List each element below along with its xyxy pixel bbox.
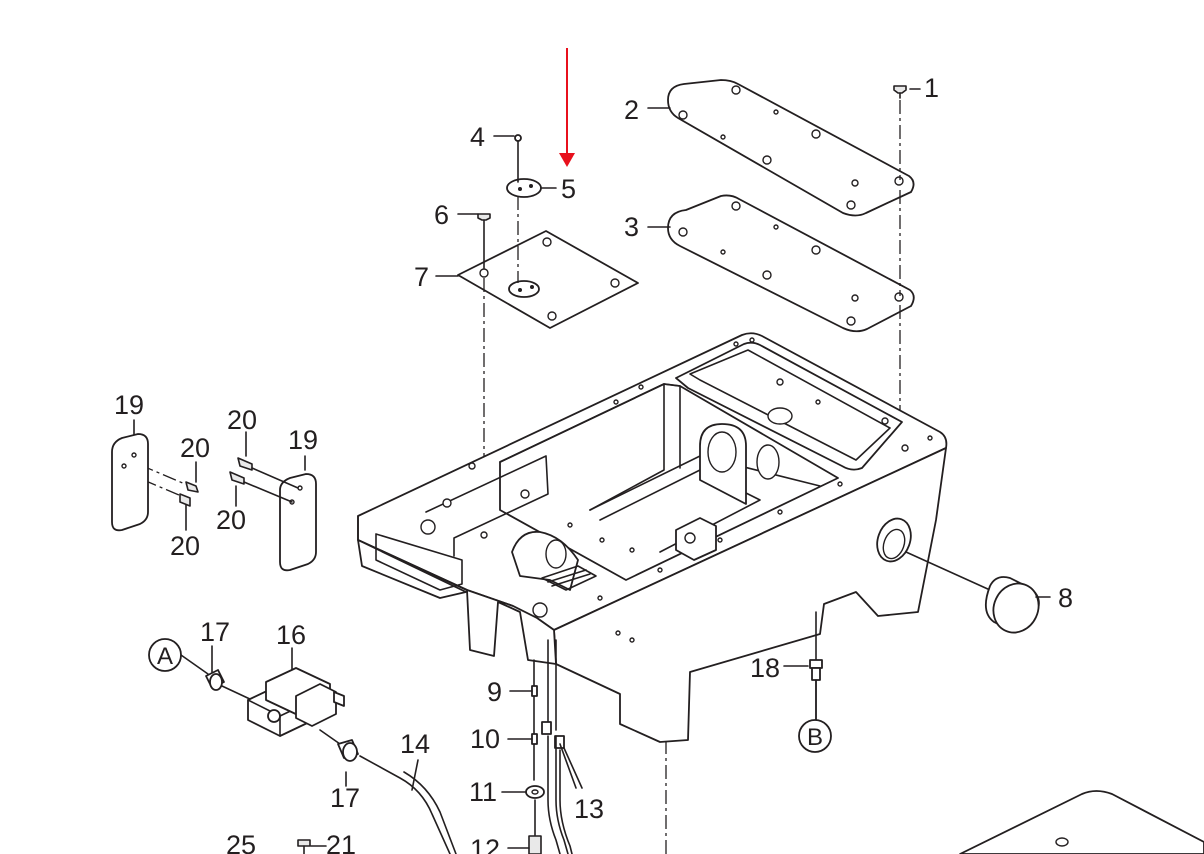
callout-2: 2 bbox=[624, 95, 639, 125]
screws-20 bbox=[179, 457, 299, 507]
callout-8: 8 bbox=[1058, 583, 1073, 613]
washer-11 bbox=[525, 785, 545, 799]
fitting-17-lower bbox=[319, 729, 359, 762]
callout-12: 12 bbox=[470, 834, 500, 854]
screw-21 bbox=[297, 839, 311, 854]
callout-14: 14 bbox=[400, 729, 430, 759]
callout-13: 13 bbox=[574, 794, 604, 824]
partial-part-bottom-right bbox=[959, 790, 1204, 854]
fitting-17-upper bbox=[205, 669, 253, 701]
callout-21: 21 bbox=[326, 830, 356, 854]
callout-25: 25 bbox=[226, 830, 256, 854]
callout-16: 16 bbox=[276, 620, 306, 650]
callout-19-left: 19 bbox=[114, 390, 144, 420]
leader-lines bbox=[133, 88, 1051, 849]
callout-6: 6 bbox=[434, 200, 449, 230]
circled-ref-a: A bbox=[148, 638, 182, 672]
base-casting bbox=[357, 332, 948, 743]
screw-1 bbox=[893, 85, 907, 99]
plug-8 bbox=[905, 551, 1040, 634]
screw-4 bbox=[514, 134, 522, 183]
solenoid-valve-16 bbox=[247, 667, 345, 737]
screw-6 bbox=[477, 213, 491, 269]
pipe-9 bbox=[531, 659, 538, 781]
cover-plate-7 bbox=[457, 230, 639, 329]
callout-labels: 1 2 3 4 5 6 7 8 9 10 11 12 13 14 16 17 1… bbox=[114, 73, 1073, 854]
circled-ref-b: B bbox=[798, 719, 832, 753]
plate-5 bbox=[506, 178, 542, 198]
callout-4: 4 bbox=[470, 122, 485, 152]
callout-10: 10 bbox=[470, 724, 500, 754]
callout-9: 9 bbox=[487, 677, 502, 707]
callout-20-b: 20 bbox=[227, 405, 257, 435]
tube-14 bbox=[359, 755, 457, 854]
callout-1: 1 bbox=[924, 73, 939, 103]
svg-text:A: A bbox=[157, 643, 173, 670]
callout-5: 5 bbox=[561, 174, 576, 204]
callout-20-d: 20 bbox=[170, 531, 200, 561]
callout-17-lower: 17 bbox=[330, 783, 360, 813]
svg-text:B: B bbox=[807, 724, 823, 751]
callout-17-upper: 17 bbox=[200, 617, 230, 647]
side-plate-19-left bbox=[111, 433, 149, 532]
callout-18: 18 bbox=[750, 653, 780, 683]
part-12 bbox=[528, 799, 542, 854]
cover-plate-2 bbox=[667, 79, 915, 217]
callout-19-right: 19 bbox=[288, 425, 318, 455]
pipe-13 bbox=[541, 639, 573, 854]
callout-20-c: 20 bbox=[216, 505, 246, 535]
callout-20-a: 20 bbox=[180, 433, 210, 463]
cover-plate-3 bbox=[667, 194, 915, 333]
callout-7: 7 bbox=[414, 262, 429, 292]
red-indicator-arrow bbox=[559, 48, 575, 167]
callout-3: 3 bbox=[624, 212, 639, 242]
callout-11: 11 bbox=[469, 777, 497, 807]
